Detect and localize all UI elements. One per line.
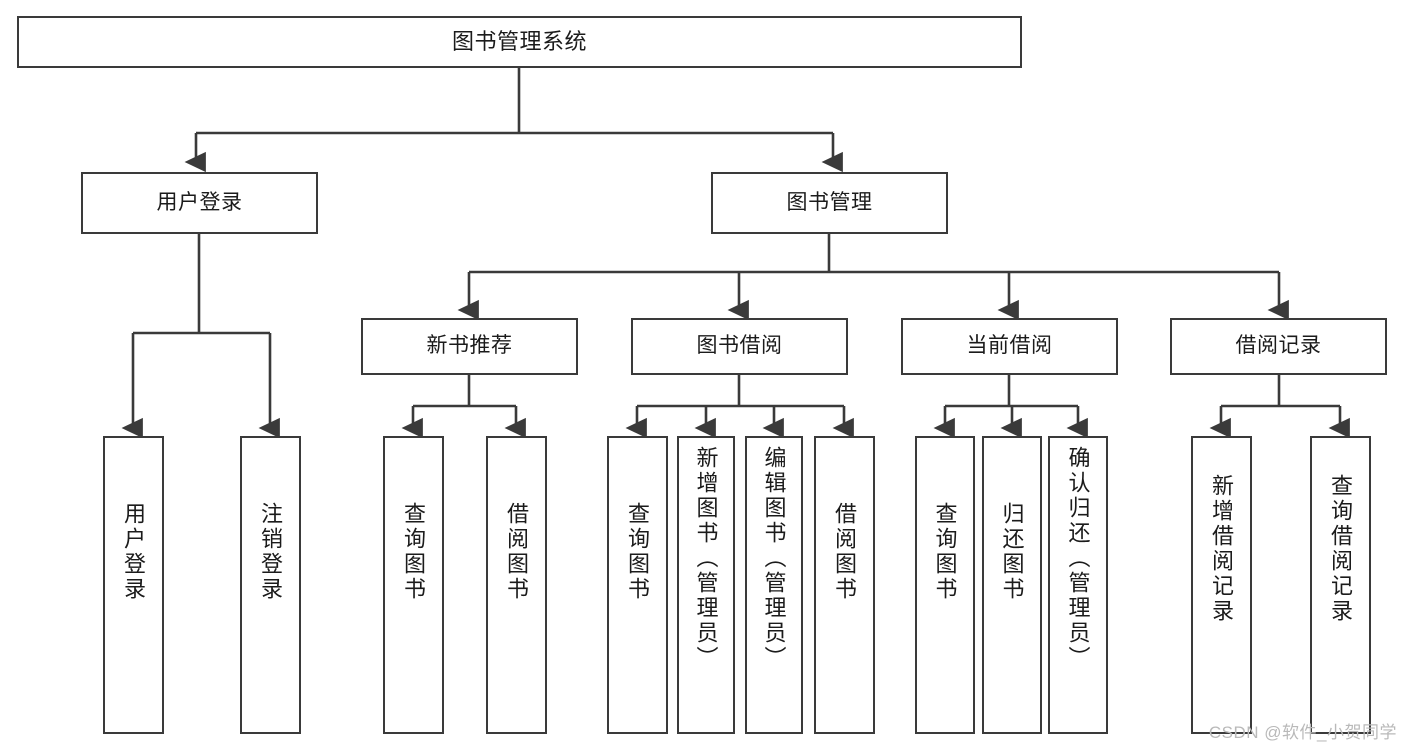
node-label: 编辑图书（管理员）: [761, 446, 787, 671]
node-label: 查询图书: [625, 502, 651, 602]
node-label: 查询借阅记录: [1328, 474, 1354, 624]
leaf-query-book-recommend[interactable]: 查询图书: [383, 436, 444, 734]
leaf-borrow-book-recommend[interactable]: 借阅图书: [486, 436, 547, 734]
watermark-text: CSDN @软件_小贺同学: [1208, 723, 1397, 742]
leaf-add-borrow-record[interactable]: 新增借阅记录: [1191, 436, 1252, 734]
node-label: 归还图书: [999, 502, 1025, 602]
node-borrow-record[interactable]: 借阅记录: [1170, 318, 1387, 375]
leaf-logout-login[interactable]: 注销登录: [240, 436, 301, 734]
node-label: 借阅记录: [1235, 334, 1322, 358]
leaf-return-book[interactable]: 归还图书: [982, 436, 1042, 734]
node-label: 新书推荐: [426, 334, 513, 358]
node-label: 用户登录: [121, 502, 147, 602]
node-label: 新增图书（管理员）: [693, 446, 719, 671]
node-book-manage[interactable]: 图书管理: [711, 172, 948, 234]
node-root-system[interactable]: 图书管理系统: [17, 16, 1022, 68]
node-label: 图书管理系统: [451, 29, 587, 55]
leaf-add-book[interactable]: 新增图书（管理员）: [677, 436, 735, 734]
leaf-user-login[interactable]: 用户登录: [103, 436, 164, 734]
leaf-confirm-return[interactable]: 确认归还（管理员）: [1048, 436, 1108, 734]
node-current-borrow[interactable]: 当前借阅: [901, 318, 1118, 375]
node-label: 借阅图书: [832, 502, 858, 602]
node-label: 图书管理: [786, 190, 873, 214]
leaf-edit-book[interactable]: 编辑图书（管理员）: [745, 436, 803, 734]
node-book-borrow[interactable]: 图书借阅: [631, 318, 848, 375]
node-user-login[interactable]: 用户登录: [81, 172, 318, 234]
node-label: 图书借阅: [696, 334, 783, 358]
node-label: 当前借阅: [966, 334, 1053, 358]
leaf-query-book-current[interactable]: 查询图书: [915, 436, 975, 734]
leaf-query-book-borrow[interactable]: 查询图书: [607, 436, 668, 734]
leaf-query-borrow-record[interactable]: 查询借阅记录: [1310, 436, 1371, 734]
node-label: 用户登录: [156, 190, 243, 214]
node-label: 新增借阅记录: [1209, 474, 1235, 624]
node-label: 查询图书: [932, 502, 958, 602]
leaf-borrow-book-borrow[interactable]: 借阅图书: [814, 436, 875, 734]
node-label: 查询图书: [401, 502, 427, 602]
node-label: 注销登录: [258, 502, 284, 602]
node-label: 确认归还（管理员）: [1065, 446, 1091, 671]
node-label: 借阅图书: [504, 502, 530, 602]
node-new-book-recommend[interactable]: 新书推荐: [361, 318, 578, 375]
